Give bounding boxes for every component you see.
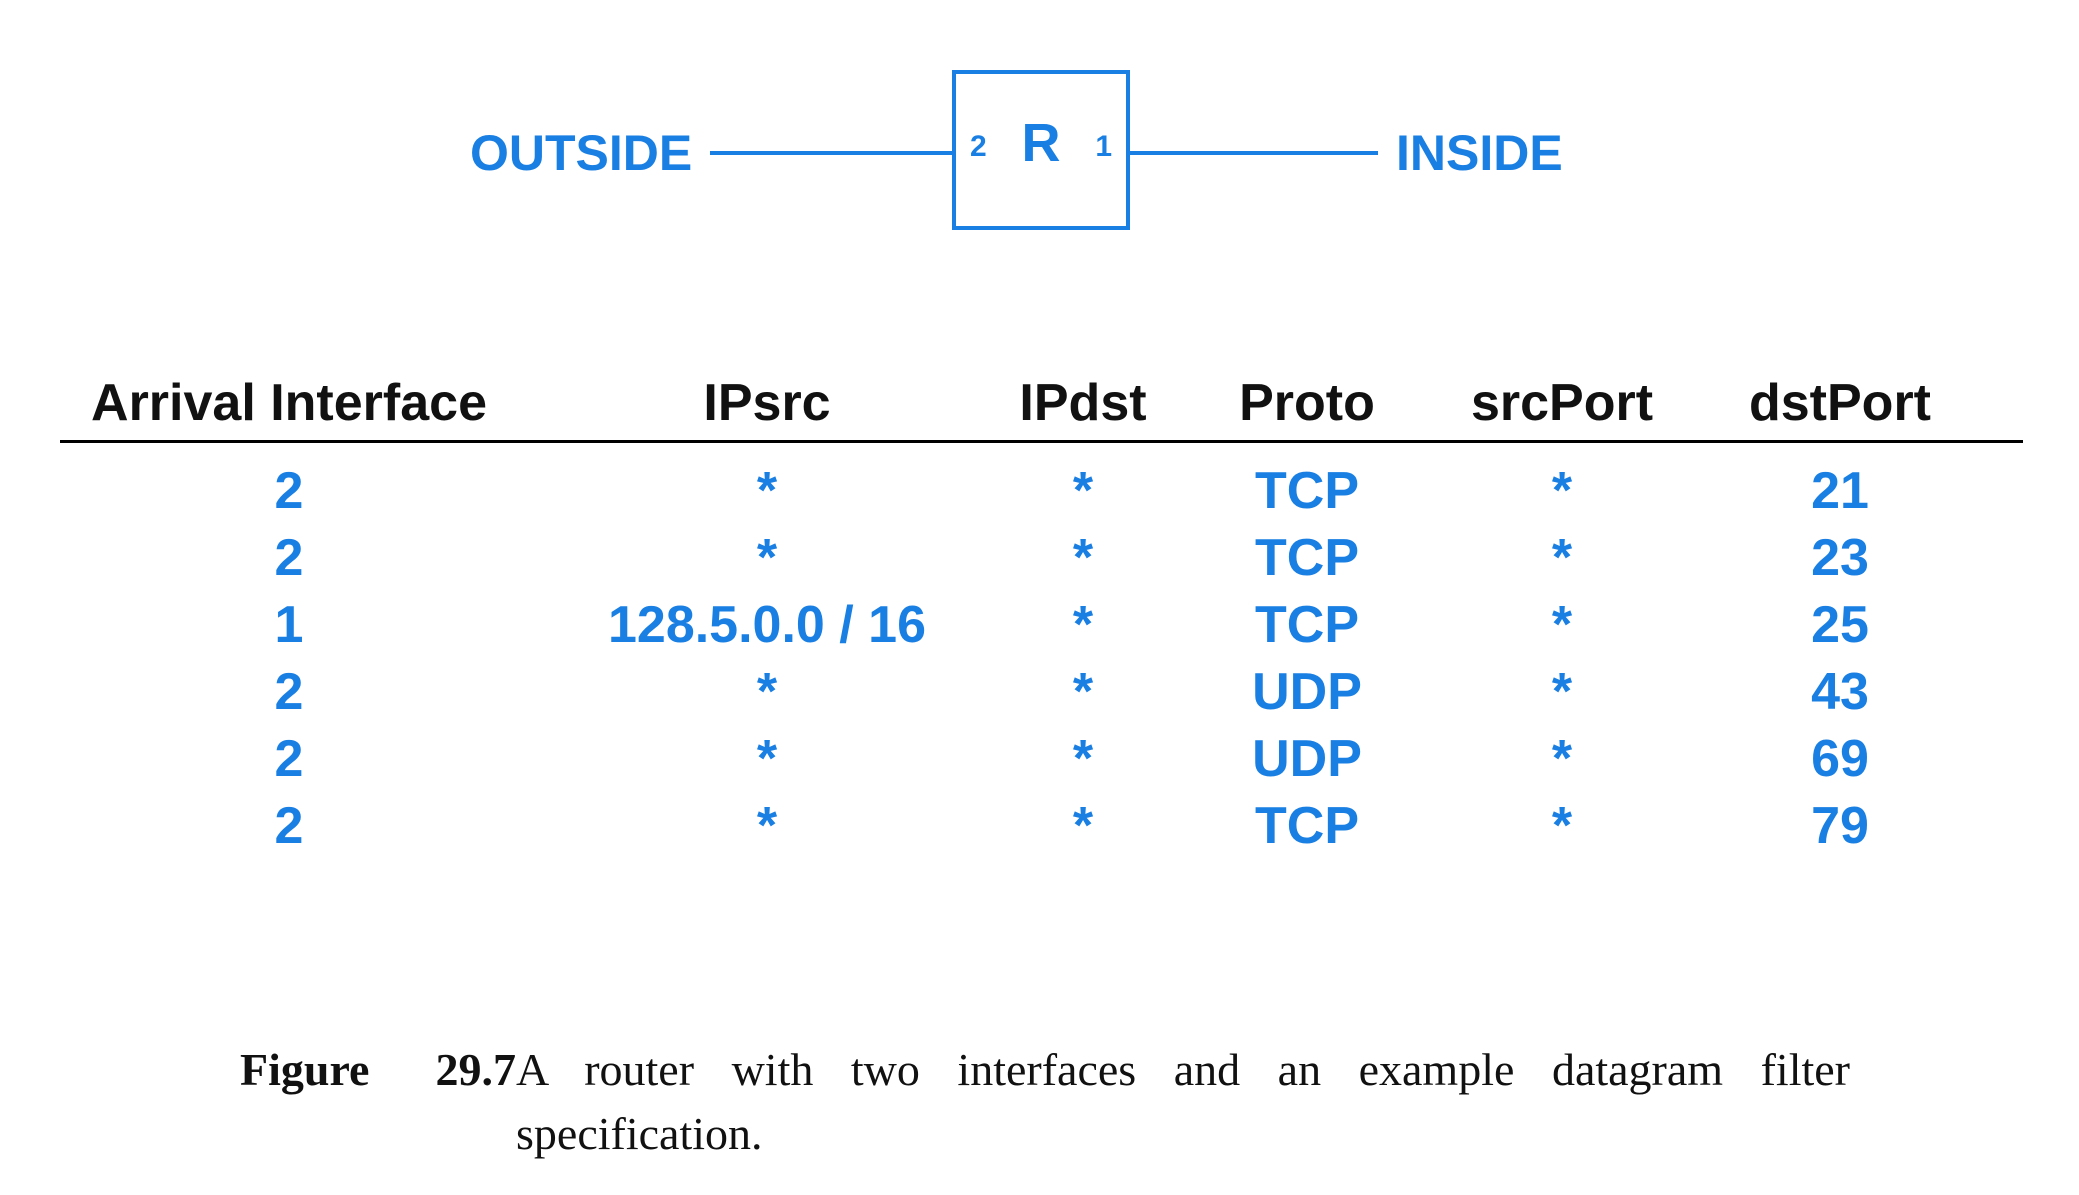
cell-proto: TCP	[1255, 529, 1359, 587]
table-row: 2 * * UDP * 43	[0, 666, 2079, 733]
cell-ipdst: *	[1072, 596, 1094, 654]
cell-ipsrc: *	[756, 529, 778, 587]
figure-caption: Figure 29.7A router with two interfaces …	[240, 1038, 1850, 1166]
inside-label: INSIDE	[1396, 125, 1563, 181]
cell-ipsrc: *	[756, 462, 778, 520]
cell-ipdst: *	[1072, 730, 1094, 788]
cell-arrival-interface: 1	[274, 596, 304, 654]
cell-ipdst: *	[1072, 529, 1094, 587]
cell-srcport: *	[1551, 663, 1573, 721]
header-dstport: dstPort	[1749, 374, 1931, 432]
router-port-left: 2	[970, 130, 987, 163]
cell-proto: UDP	[1252, 730, 1362, 788]
cell-srcport: *	[1551, 797, 1573, 855]
cell-ipsrc: *	[756, 797, 778, 855]
table-row: 2 * * UDP * 69	[0, 733, 2079, 800]
cell-arrival-interface: 2	[274, 663, 304, 721]
cell-ipdst: *	[1072, 663, 1094, 721]
cell-srcport: *	[1551, 529, 1573, 587]
cell-dstport: 23	[1811, 529, 1869, 587]
header-ipsrc: IPsrc	[703, 374, 831, 432]
caption-text-line-1: A router with two interfaces and an exam…	[516, 1044, 1850, 1095]
header-srcport: srcPort	[1470, 374, 1654, 432]
inside-link	[1128, 151, 1378, 155]
header-divider	[60, 440, 2023, 443]
cell-dstport: 79	[1811, 797, 1869, 855]
cell-ipsrc: *	[756, 730, 778, 788]
cell-ipdst: *	[1072, 797, 1094, 855]
cell-proto: TCP	[1255, 462, 1359, 520]
table-row: 2 * * TCP * 21	[0, 465, 2079, 532]
router-name: R	[1021, 113, 1061, 173]
router-box: 2 R 1	[952, 70, 1130, 230]
cell-arrival-interface: 2	[274, 529, 304, 587]
cell-ipsrc: 128.5.0.0 / 16	[607, 596, 927, 654]
header-arrival-interface: Arrival Interface	[91, 374, 487, 432]
cell-srcport: *	[1551, 596, 1573, 654]
cell-srcport: *	[1551, 730, 1573, 788]
caption-line-1: Figure 29.7A router with two interfaces …	[240, 1038, 1850, 1102]
outside-link	[710, 151, 954, 155]
caption-label: Figure 29.7	[240, 1044, 516, 1095]
table-row: 1 128.5.0.0 / 16 * TCP * 25	[0, 599, 2079, 666]
header-ipdst: IPdst	[1019, 374, 1147, 432]
cell-dstport: 21	[1811, 462, 1869, 520]
cell-proto: TCP	[1255, 596, 1359, 654]
cell-srcport: *	[1551, 462, 1573, 520]
cell-dstport: 43	[1811, 663, 1869, 721]
filter-table-body: 2 * * TCP * 21 2 * * TCP * 23 1 128.5.0.…	[0, 465, 2079, 867]
cell-proto: TCP	[1255, 797, 1359, 855]
header-proto: Proto	[1239, 374, 1375, 432]
cell-ipsrc: *	[756, 663, 778, 721]
table-row: 2 * * TCP * 23	[0, 532, 2079, 599]
cell-dstport: 69	[1811, 730, 1869, 788]
caption-text-line-2: specification.	[516, 1108, 763, 1159]
outside-label: OUTSIDE	[470, 125, 693, 181]
table-row: 2 * * TCP * 79	[0, 800, 2079, 867]
cell-arrival-interface: 2	[274, 730, 304, 788]
cell-arrival-interface: 2	[274, 797, 304, 855]
cell-ipdst: *	[1072, 462, 1094, 520]
filter-table-header: Arrival Interface IPsrc IPdst Proto srcP…	[0, 377, 2079, 437]
cell-proto: UDP	[1252, 663, 1362, 721]
router-port-right: 1	[1095, 130, 1112, 163]
cell-dstport: 25	[1811, 596, 1869, 654]
cell-arrival-interface: 2	[274, 462, 304, 520]
